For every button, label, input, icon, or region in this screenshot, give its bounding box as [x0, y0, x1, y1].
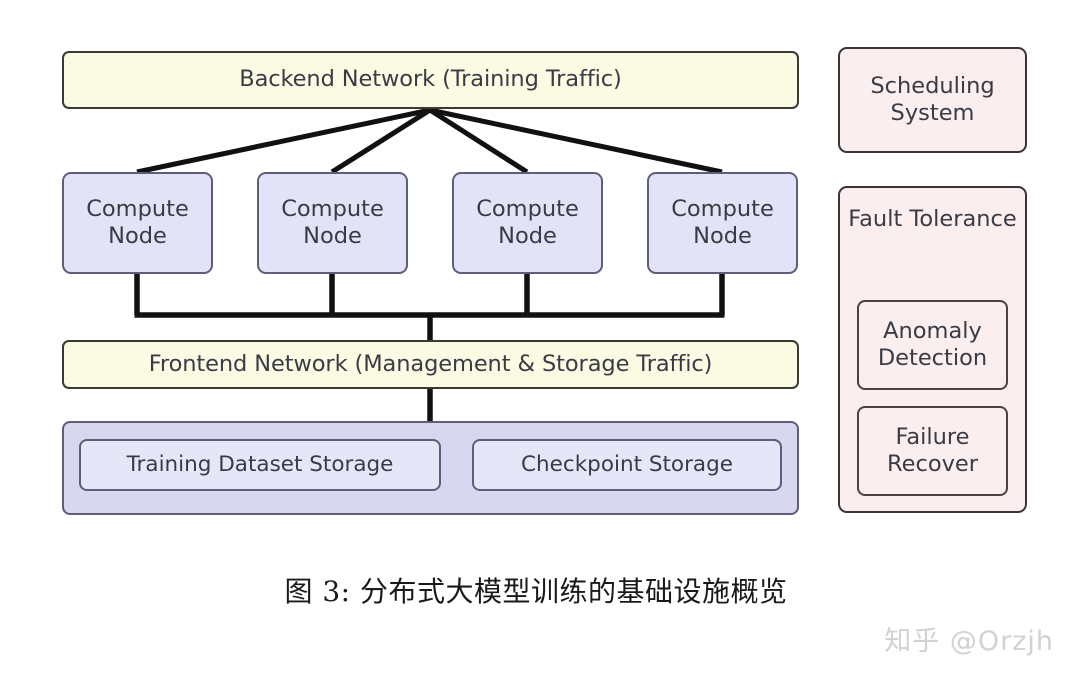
scheduling-system-label: Scheduling System	[870, 73, 994, 128]
frontend-network-box[interactable]: Frontend Network (Management & Storage T…	[62, 340, 799, 389]
compute-node-1-label: Compute Node	[86, 196, 189, 251]
scheduling-system-box[interactable]: Scheduling System	[838, 47, 1027, 153]
wire-backend-to-node-3	[428, 107, 529, 175]
compute-node-2-line1: Compute	[281, 195, 384, 222]
watermark: 知乎 @Orzjh	[884, 626, 1054, 657]
checkpoint-storage-label: Checkpoint Storage	[521, 451, 733, 477]
compute-node-4-line1: Compute	[671, 195, 774, 222]
wire-backend-to-node-1	[136, 107, 431, 175]
compute-node-4-line2: Node	[693, 223, 752, 249]
compute-node-1-line1: Compute	[86, 195, 189, 222]
compute-node-3[interactable]: Compute Node	[452, 172, 603, 274]
scheduling-system-line1: Scheduling	[870, 72, 995, 99]
fault-tolerance-title: Fault Tolerance	[840, 206, 1025, 233]
backend-network-label: Backend Network (Training Traffic)	[239, 66, 622, 93]
anomaly-detection-box[interactable]: Anomaly Detection	[857, 300, 1008, 390]
anomaly-detection-label: Anomaly Detection	[878, 318, 987, 373]
training-dataset-storage-label: Training Dataset Storage	[126, 451, 394, 477]
compute-node-2-line2: Node	[303, 223, 362, 249]
compute-node-3-line1: Compute	[476, 195, 579, 222]
fault-tolerance-title-line2: Tolerance	[909, 206, 1017, 232]
compute-node-3-line2: Node	[498, 223, 557, 249]
compute-node-2[interactable]: Compute Node	[257, 172, 408, 274]
scheduling-system-line2: System	[890, 100, 975, 126]
compute-node-4[interactable]: Compute Node	[647, 172, 798, 274]
anomaly-detection-line2: Detection	[877, 345, 988, 371]
storage-container: Training Dataset Storage Checkpoint Stor…	[62, 421, 799, 515]
training-dataset-storage-box[interactable]: Training Dataset Storage	[79, 439, 441, 491]
compute-node-1[interactable]: Compute Node	[62, 172, 213, 274]
backend-network-box[interactable]: Backend Network (Training Traffic)	[62, 51, 799, 109]
anomaly-detection-line1: Anomaly	[883, 317, 982, 344]
failure-recover-line1: Failure	[895, 423, 970, 450]
compute-node-4-label: Compute Node	[671, 196, 774, 251]
compute-node-3-label: Compute Node	[476, 196, 579, 251]
compute-node-1-line2: Node	[108, 223, 167, 249]
checkpoint-storage-box[interactable]: Checkpoint Storage	[472, 439, 782, 491]
wire-backend-to-node-4	[429, 107, 723, 175]
failure-recover-box[interactable]: Failure Recover	[857, 406, 1008, 496]
fault-tolerance-panel: Fault Tolerance Anomaly Detection Failur…	[838, 186, 1027, 513]
failure-recover-label: Failure Recover	[887, 424, 978, 479]
figure-caption: 图 3: 分布式大模型训练的基础设施概览	[284, 575, 788, 608]
compute-node-2-label: Compute Node	[281, 196, 384, 251]
frontend-network-label: Frontend Network (Management & Storage T…	[148, 350, 713, 377]
failure-recover-line2: Recover	[886, 451, 978, 477]
fault-tolerance-title-line1: Fault	[848, 206, 903, 232]
wire-backend-to-node-2	[330, 107, 432, 175]
